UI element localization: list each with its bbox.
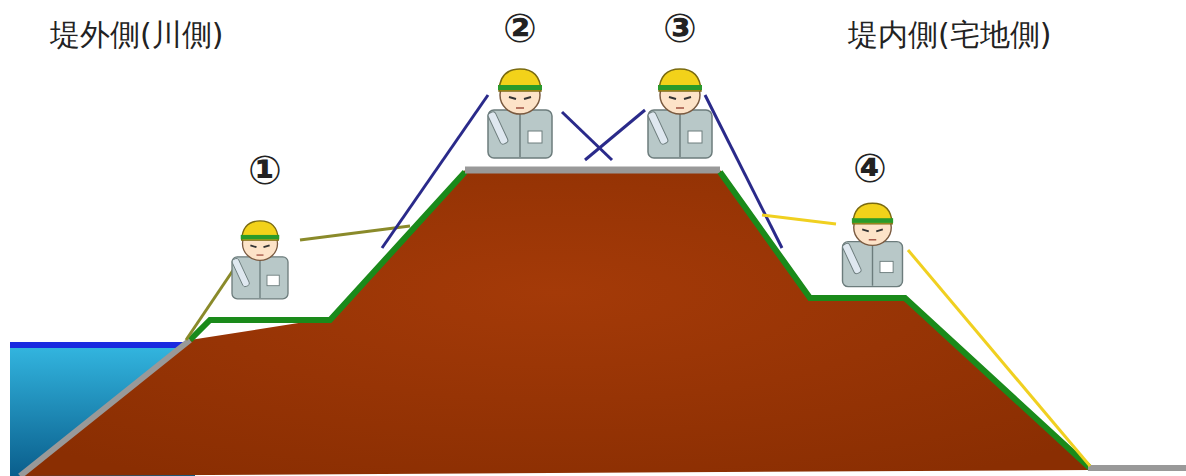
side-label: 堤外側(川側)	[50, 15, 223, 56]
callout-number: ②	[503, 8, 537, 48]
side-label: 堤内側(宅地側)	[848, 15, 1051, 56]
callout-number: ④	[853, 148, 887, 188]
callout-number: ①	[248, 150, 282, 190]
callout-number: ③	[663, 8, 697, 48]
